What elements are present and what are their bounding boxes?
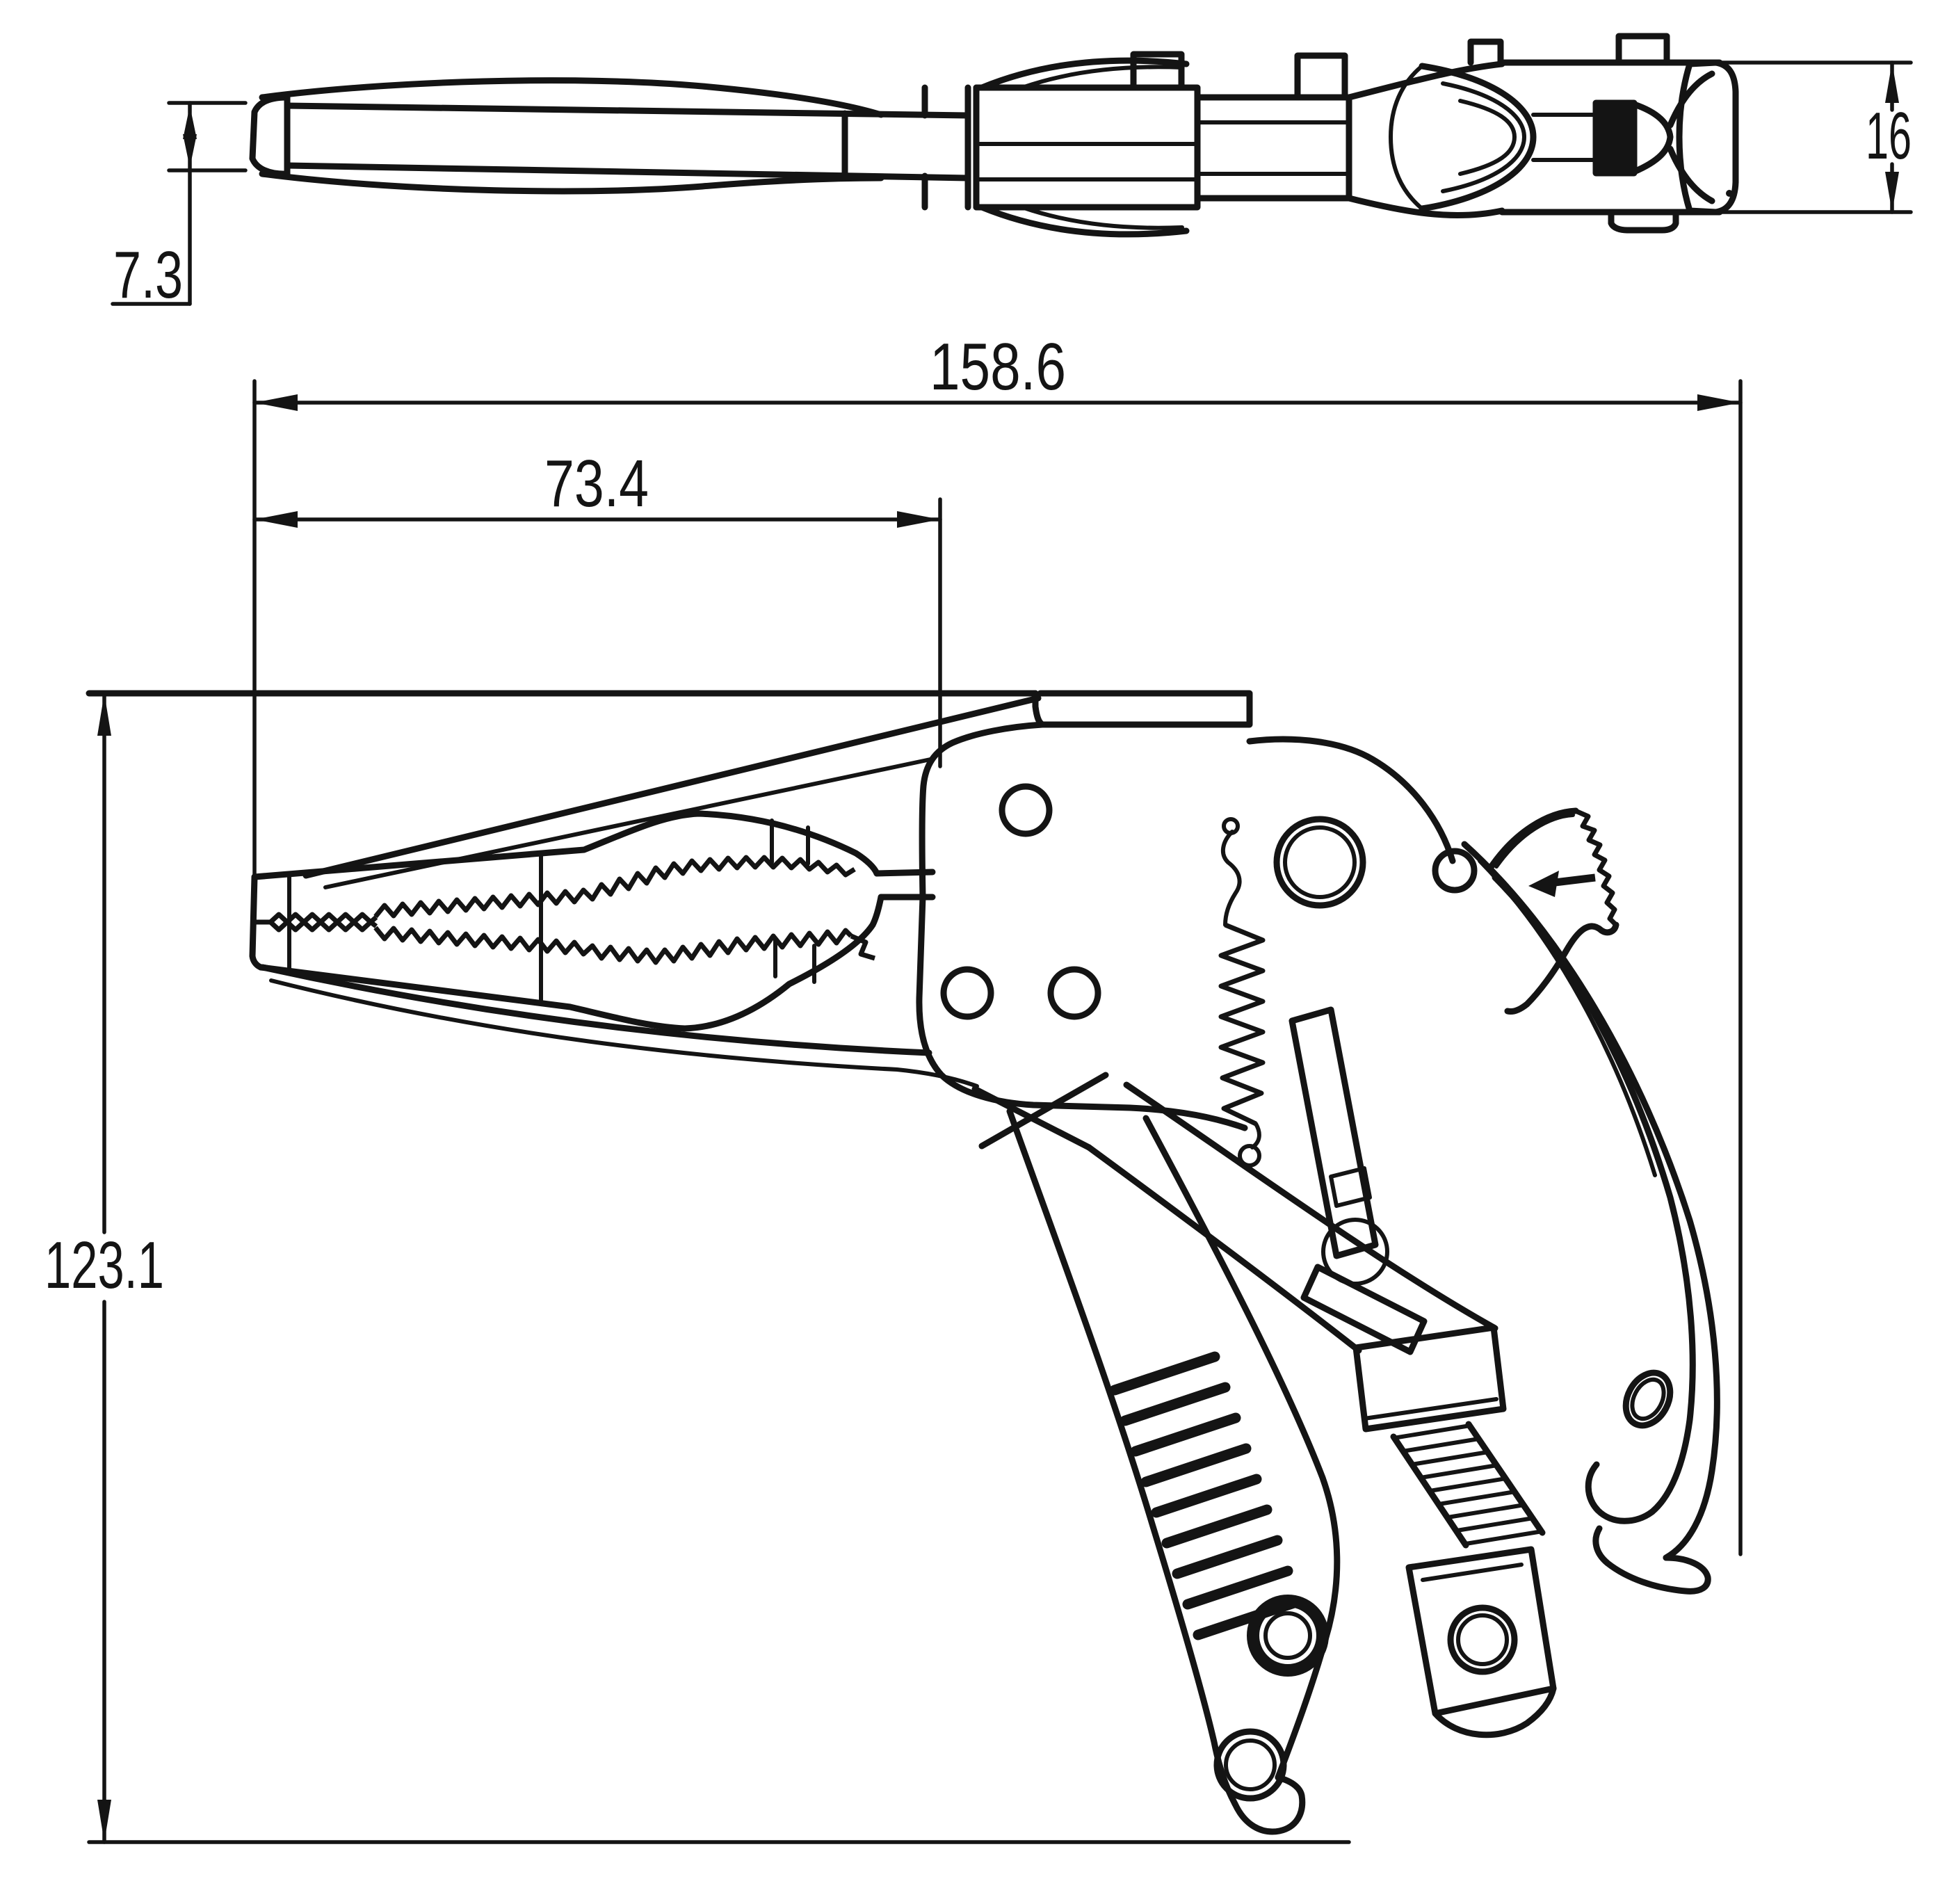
screw-threads	[1391, 1423, 1544, 1546]
dimension-label-jaw-tip-thickness: 7.3	[113, 238, 183, 312]
knurled-knob-top-view	[1592, 99, 1638, 177]
dimension-label-overall-length: 158.6	[930, 330, 1066, 404]
head-plate	[916, 721, 1248, 1131]
dimension-jaw-length: 73.4	[252, 446, 942, 768]
dimension-label-overall-height: 123.1	[45, 1228, 164, 1302]
dimension-overall-height: 123.1	[45, 691, 1351, 1844]
top-view	[249, 33, 1739, 238]
link-plate	[1246, 736, 1478, 1355]
dimension-handle-head-width: 16	[1715, 60, 1913, 214]
release-direction-arrow	[1528, 871, 1596, 897]
dimension-label-jaw-length: 73.4	[544, 446, 649, 521]
grip-wrap-spring	[1109, 1351, 1304, 1640]
rear-handle	[1461, 841, 1720, 1595]
side-view	[86, 690, 1720, 1835]
adjusting-screw	[1352, 1324, 1557, 1738]
release-lever	[1486, 807, 1619, 1015]
coil-spring	[1218, 817, 1266, 1168]
grip-pivot-hole	[1247, 1595, 1329, 1677]
dimension-overall-length: 158.6	[252, 330, 1743, 1556]
jaw-teeth	[268, 855, 876, 965]
jaws	[249, 810, 936, 1032]
dimension-label-handle-head-width: 16	[1866, 99, 1912, 173]
dimension-jaw-tip-thickness: 7.3	[111, 101, 248, 312]
front-grip	[1006, 1108, 1341, 1835]
